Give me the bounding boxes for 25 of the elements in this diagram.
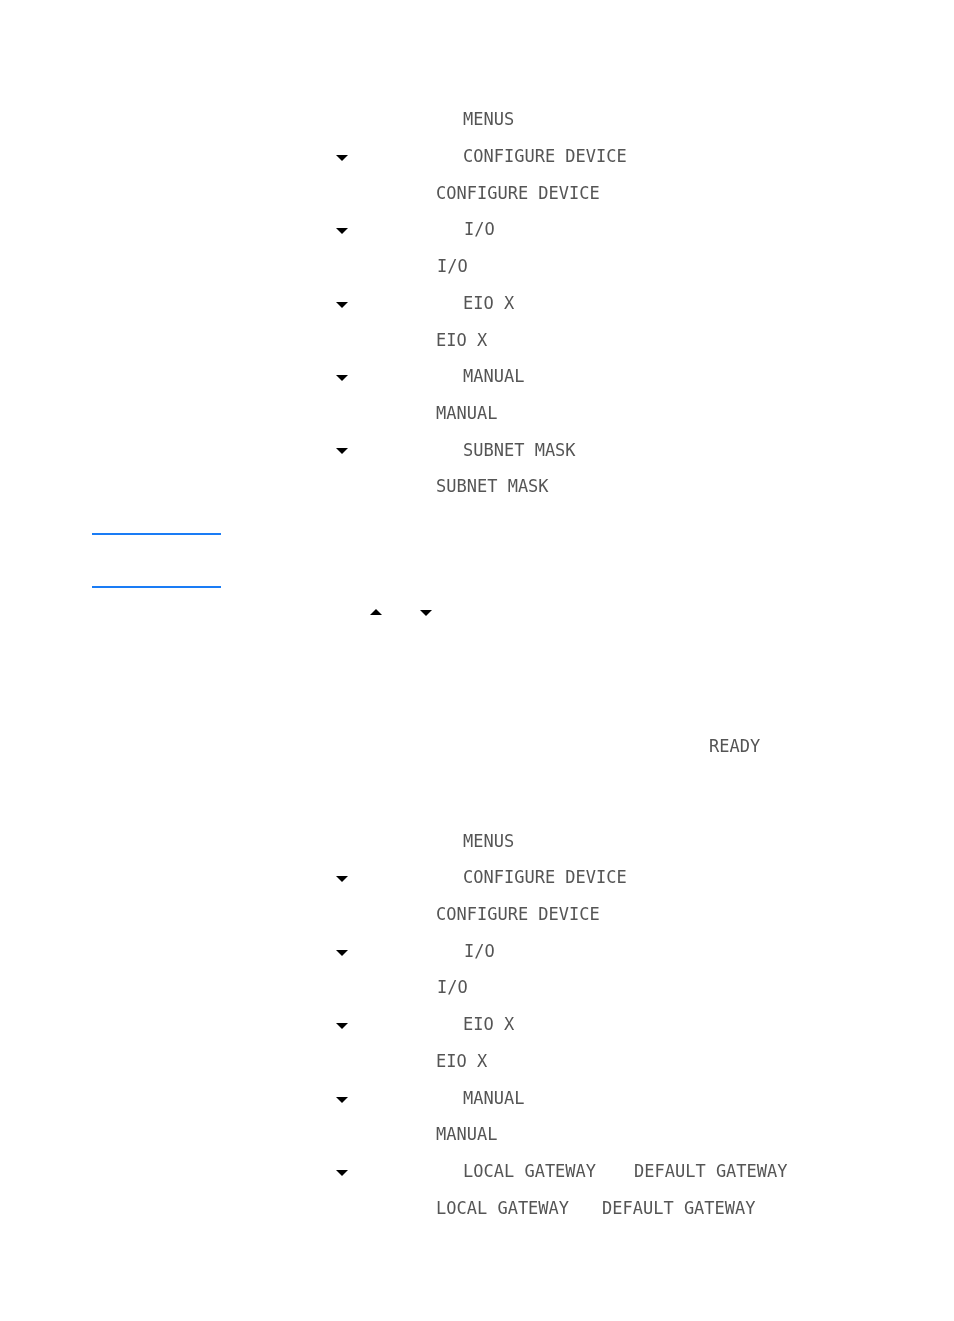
display-text: LOCAL GATEWAY [463,1161,597,1181]
display-text: I/O [464,941,495,961]
display-text: MANUAL [436,403,498,423]
display-text: MANUAL [463,1088,525,1108]
display-text: CONFIGURE DEVICE [463,867,627,887]
display-text: MANUAL [436,1124,498,1144]
display-text: DEFAULT GATEWAY [602,1198,756,1218]
display-text: I/O [437,256,468,276]
display-text: EIO X [436,1051,488,1071]
display-text: EIO X [463,1014,515,1034]
display-text: EIO X [436,330,488,350]
display-text: MENUS [463,831,515,851]
display-text: CONFIGURE DEVICE [436,904,600,924]
display-text: I/O [464,219,495,239]
display-text: CONFIGURE DEVICE [463,146,627,166]
display-text: EIO X [463,293,515,313]
display-text: READY [709,736,761,756]
display-text: MANUAL [463,366,525,386]
display-text: CONFIGURE DEVICE [436,183,600,203]
display-text: LOCAL GATEWAY [436,1198,570,1218]
display-text: DEFAULT GATEWAY [634,1161,788,1181]
display-text: SUBNET MASK [436,476,549,496]
display-text: I/O [437,977,468,997]
display-text: SUBNET MASK [463,440,576,460]
display-text: MENUS [463,109,515,129]
